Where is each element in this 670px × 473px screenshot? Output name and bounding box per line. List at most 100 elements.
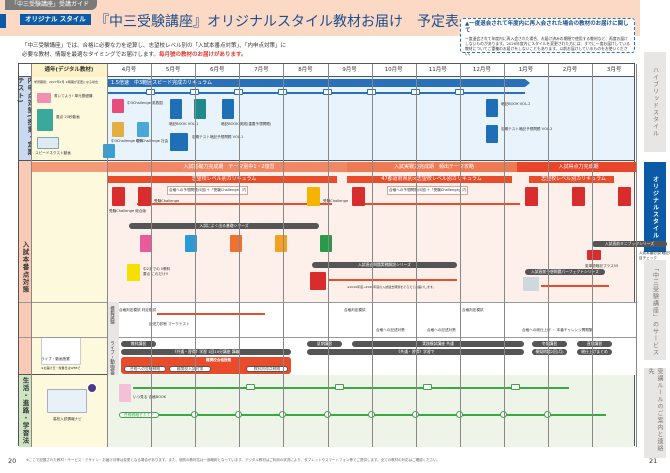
book-cover [486,125,498,143]
mock-row [107,303,636,337]
book-label: 受験Challenge 総合版 [109,209,147,213]
seminar-node-icon [499,411,507,418]
grid-line [592,64,594,447]
grid-line [371,64,373,447]
side-tab-hybrid[interactable]: ハイブリッドスタイル [644,52,666,152]
digital-column-seikatsu: 高校入試情報ナビ [31,375,107,447]
delivery-line [157,313,265,315]
mock-label: 合格判定模試 [462,308,484,312]
grid-nyushi: 志望校レベル別カリキュラム 47都道府県別×志望校レベル別カリキュラム 志望校レ… [19,161,670,375]
book-cover [222,99,234,119]
header-accent [0,14,6,28]
book-delivery-icon [510,384,520,390]
book-label: 定期テスト暗記予想問題 VOL.1 [192,135,244,139]
book-label: 英単語暗記プラス55 [585,264,619,268]
digital-book-thumb [37,109,53,131]
book-delivery-icon [234,89,244,95]
book-cover [170,99,182,119]
mock-label: 合格判定模試 [344,308,366,312]
live-red-item: 合格への受験戦略 [124,366,166,372]
mock-label: 記述力診断 マークテスト [149,322,190,326]
mock-label: 合格への総仕上げ ・ 本番チャレンジ問題集 [522,328,593,332]
month-header: 5月号 [165,67,181,73]
challenge-book [112,187,125,206]
footnote: ※ここで記載された教材・サービス・デザイン・お届け月等は変更となる場合があります… [26,458,441,462]
month-header: 9月号 [342,67,357,73]
live-long-pill: 《共通・習得》学習 1回10分講座 講義 [121,349,291,355]
basic-book-green [320,235,332,252]
challenge-book [618,187,631,206]
phase-3-bar: 入試得点力完成期 [517,162,636,172]
grid-line [636,64,638,447]
month-header: 3月号 [606,67,622,73]
delivery-line [329,279,457,281]
section-label-nyushi: 入試本番点対策 [19,161,31,374]
seminar-pill: 合格戦略セミナー [119,412,159,418]
book-delivery-icon [322,89,332,95]
live-red-item: 難関校入試対策 [169,366,211,372]
book-delivery-icon [422,384,432,390]
grid-line [415,64,417,447]
page-title: 『中三受験講座』オリジナルスタイル教材お届け 予定表 [95,14,459,30]
seminar-node-icon [191,411,199,418]
live-pill: 直前講習 [577,341,612,347]
guide-label: 「中三受験講座」受講ガイド [5,0,98,10]
section-naishin: 内申点対策(授業・定期テスト) 学習期間：2027年2月 ※時期が変更になる場合… [16,77,634,161]
grid-line [459,64,461,447]
row-label-bg [107,302,119,375]
navi-thumb [47,389,87,413]
book-cover [194,99,206,119]
side-tab-services[interactable]: 「中三受験講座」のサービス [644,260,666,360]
book-cover [137,122,149,137]
basic-book-yellow [275,235,287,252]
book-label: 暗記BOOK 実践(重要予想問題) [221,122,272,126]
grid-line [31,64,32,447]
book-cover [170,133,188,151]
yellow-summary-book [127,264,140,281]
series-pack-pill: 入試直前予想問題パーフェクトシリーズ [525,269,605,275]
live-pill: 教科講習 [121,341,156,347]
phase-2-bar: 入試実戦力完成期 頻出テーマ攻略 [347,162,517,172]
book-label: 受験Challenge [323,199,349,203]
green-seminar-line [159,414,606,416]
grid-line [503,64,505,447]
digital-column-naishin: 学習期間：2027年2月 ※時期が変更になる場合 書いてよう! 単元基礎講 要点… [31,77,107,160]
grid-line [107,64,108,447]
grid-naishin: 1.5倍速 中3範囲スピード完成カリキュラム 中3Challenge 英数国 中… [103,77,634,160]
seminar-node-icon [323,411,331,418]
book-label: いつ見る 合格BOOK [133,395,167,399]
grid-line [239,64,241,447]
challenge-book [525,187,538,206]
side-tab-original[interactable]: オリジナルスタイル [644,162,666,252]
seminar-node-icon [367,411,375,418]
delivery-line [541,285,609,287]
book-cover [486,99,498,117]
seminar-node-icon [235,411,243,418]
live-long-pill: 《共通・習得》学習で [307,349,524,355]
section-label-seikatsu: 生活・進路・学習法 [19,375,31,447]
pack-book [523,277,539,291]
delivery-line [137,203,332,205]
basic-book-blue [185,235,197,252]
mock-label: 合格への記述対策 [427,328,456,332]
book-label: 中2までの 5教科要点 これだけ!! [143,267,171,276]
side-tab-rules[interactable]: 受講ルールのご案内と連絡先 [644,368,666,458]
basic-book-orange [230,235,242,252]
digital-note: 学習期間：2027年2月 ※時期が変更になる場合 [34,80,99,84]
live-pill: 総仕上げまとめ [577,349,612,355]
row-label-mock: 模擬試験 [109,306,115,324]
curriculum-bar-1: 志望校レベル別カリキュラム [107,176,337,183]
grid-line [151,64,153,447]
month-header: 10月号 [384,67,403,73]
month-header: 6月号 [209,67,225,73]
digital-book-thumb [37,137,59,149]
grid-seikatsu: いつ見る 合格BOOK 合格戦略セミナー [107,375,634,447]
month-header-row: 通年(デジタル教材) [19,64,634,77]
challenge-book [138,187,151,206]
seminar-node-icon [544,411,551,418]
pass-book [119,384,131,402]
book-label: 中3Challenge 理科 [111,139,144,143]
green-delivery-line [133,387,569,389]
month-header: 11月号 [428,67,447,73]
live-long-pill: 実践模試講座 共通 [352,341,524,347]
